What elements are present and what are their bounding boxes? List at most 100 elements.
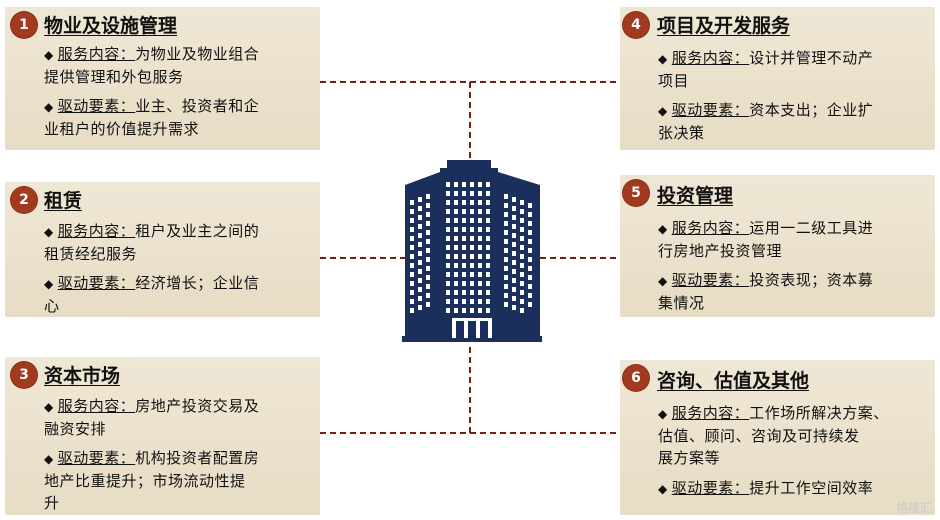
building-window [528, 275, 532, 280]
building-window [520, 236, 524, 241]
building-window [504, 248, 508, 253]
building-window [478, 254, 482, 259]
building-window [462, 182, 466, 187]
building-window [528, 302, 532, 307]
building-window [410, 236, 414, 241]
building-window [512, 287, 516, 292]
building-window [504, 257, 508, 262]
panel-1-bullet-2: ◆驱动要素：业主、投资者和企 业租户的价值提升需求 [44, 97, 260, 138]
building-window [528, 203, 532, 208]
building-window [418, 251, 422, 256]
building-window [462, 254, 466, 259]
building-window [410, 218, 414, 223]
building-window [454, 281, 458, 286]
building-window [446, 254, 450, 259]
building-windows [410, 182, 532, 313]
building-window [512, 251, 516, 256]
building-window [462, 281, 466, 286]
diamond-icon: ◆ [658, 104, 668, 118]
panel-6-bullet-2: ◆驱动要素：提升工作空间效率 [658, 479, 874, 497]
building-window [504, 284, 508, 289]
building-window [528, 221, 532, 226]
panel-4-bullet-1: ◆服务内容：设计并管理不动产 项目 [658, 49, 874, 90]
badge-5: 5 [623, 180, 649, 206]
building-window [410, 281, 414, 286]
building-window [462, 299, 466, 304]
building-window [470, 299, 474, 304]
panel-3-bullet-1: ◆服务内容：房地产投资交易及 融资安排 [44, 397, 260, 438]
panel-2: 2 租赁 ◆服务内容：租户及业主之间的 租赁经纪服务 ◆驱动要素：经济增长；企业… [5, 182, 320, 317]
building-window [446, 245, 450, 250]
badge-2: 2 [11, 187, 37, 213]
building-window [512, 215, 516, 220]
building-window [470, 218, 474, 223]
building-window [486, 218, 490, 223]
building-window [462, 308, 466, 313]
building-window [470, 200, 474, 205]
building-window [410, 245, 414, 250]
building-window [486, 263, 490, 268]
building-window [512, 224, 516, 229]
building-window [462, 200, 466, 205]
diamond-icon: ◆ [44, 277, 54, 291]
badge-4: 4 [623, 12, 649, 38]
building-window [486, 299, 490, 304]
building-window [418, 197, 422, 202]
building-window [520, 290, 524, 295]
panel-5-bullet-1: ◆服务内容：运用一二级工具进 行房地产投资管理 [658, 219, 874, 260]
building-window [520, 254, 524, 259]
panel-5-bullet-2: ◆驱动要素：投资表现；资本募 集情况 [658, 271, 874, 312]
building-window [504, 194, 508, 199]
badge-1: 1 [11, 12, 37, 38]
building-window [512, 278, 516, 283]
building-window [478, 209, 482, 214]
building-window [410, 299, 414, 304]
building-window [454, 218, 458, 223]
building-window [446, 263, 450, 268]
diamond-icon: ◆ [658, 407, 668, 421]
building-window [504, 302, 508, 307]
building-window [426, 212, 430, 217]
panel-4-title: 项目及开发服务 [657, 15, 791, 37]
building-window [410, 308, 414, 313]
building-window [528, 284, 532, 289]
panel-6-bullet-1: ◆服务内容：工作场所解决方案、 估值、顾问、咨询及可持续发 展方案等 [658, 404, 889, 467]
building-window [418, 224, 422, 229]
connector-3 [320, 345, 471, 434]
building-window [426, 230, 430, 235]
building-window [478, 245, 482, 250]
building-window [418, 206, 422, 211]
building-window [512, 305, 516, 310]
building-window [520, 272, 524, 277]
building-window [486, 236, 490, 241]
building-window [446, 281, 450, 286]
building-window [470, 227, 474, 232]
building-window [418, 305, 422, 310]
building-window [478, 182, 482, 187]
building-window [426, 293, 430, 298]
building-window [528, 257, 532, 262]
panel-2-bullet-1: ◆服务内容：租户及业主之间的 租赁经纪服务 [44, 222, 260, 263]
building-window [528, 266, 532, 271]
building-window [528, 293, 532, 298]
building-window [504, 230, 508, 235]
building-window [446, 209, 450, 214]
building-window [470, 182, 474, 187]
panel-1-title: 物业及设施管理 [44, 15, 178, 37]
building-window [426, 248, 430, 253]
building-window [486, 254, 490, 259]
building-window [454, 200, 458, 205]
building-window [462, 245, 466, 250]
building-window [454, 191, 458, 196]
panel-4-bullet-2: ◆驱动要素：资本支出；企业扩 张决策 [658, 101, 874, 142]
building-window [426, 275, 430, 280]
panel-1: 1 物业及设施管理 ◆服务内容：为物业及物业组合 提供管理和外包服务 ◆驱动要素… [5, 7, 320, 150]
building-window [462, 263, 466, 268]
building-window [520, 209, 524, 214]
building-window [504, 212, 508, 217]
building-window [512, 269, 516, 274]
building-window [462, 227, 466, 232]
building-window [454, 227, 458, 232]
building-window [418, 215, 422, 220]
building-window [418, 242, 422, 247]
